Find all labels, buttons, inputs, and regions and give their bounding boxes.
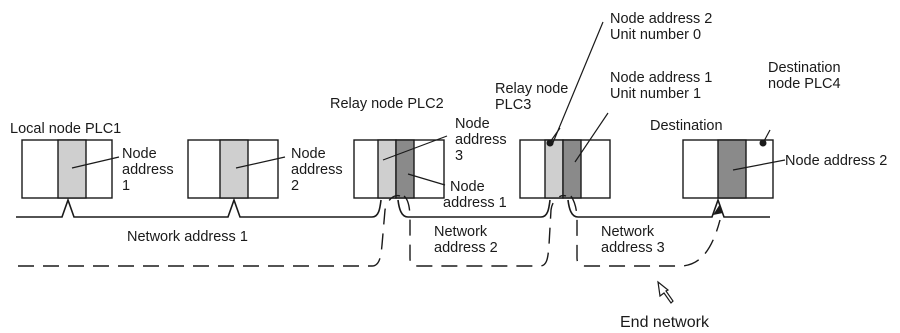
destination-node-line1: Destination [768, 60, 841, 76]
route-path [18, 194, 723, 267]
plc1-unit [21, 139, 120, 199]
node-address-1-line3: 1 [122, 178, 130, 194]
plc-node2-unit [187, 139, 286, 199]
network-address-1-label: Network address 1 [127, 229, 248, 245]
plc3-lower-line2: Unit number 1 [610, 86, 701, 102]
destination-node-line2: node PLC4 [768, 76, 841, 92]
relay-node-plc2-label: Relay node PLC2 [330, 96, 444, 112]
plc3-upper-line2: Unit number 0 [610, 27, 701, 43]
network-1-line [16, 197, 382, 218]
local-node-label: Local node PLC1 [10, 121, 121, 137]
plc2-relay-unit [353, 135, 448, 199]
plc3-upper-line1: Node address 2 [610, 11, 712, 27]
network-address-2-line1: Network [434, 224, 488, 240]
plc4-node-address-label: Node address 2 [785, 153, 887, 169]
node-address-2-line2: address [291, 162, 343, 178]
plc2-node-address-3-line1: Node [455, 116, 490, 132]
relay-node-plc3-line2: PLC3 [495, 97, 531, 113]
plc2-node-address-3-line3: 3 [455, 148, 463, 164]
node-address-1-line2: address [122, 162, 174, 178]
plc2-node-address-1-line1: Node [450, 179, 485, 195]
relay-node-plc3-line1: Relay node [495, 81, 568, 97]
node-address-2-line3: 2 [291, 178, 299, 194]
network-2-line [397, 199, 551, 218]
plc2-node-address-1-line2: address 1 [443, 195, 507, 211]
plc3-relay-unit [519, 21, 611, 199]
plc3-lower-line1: Node address 1 [610, 70, 712, 86]
node-address-1-line1: Node [122, 146, 157, 162]
network-3-line [567, 197, 770, 218]
plc2-node-address-3-line2: address [455, 132, 507, 148]
end-network-arrow-icon [657, 280, 674, 304]
plc4-destination-unit [682, 129, 786, 199]
network-address-3-line1: Network [601, 224, 655, 240]
end-network-label: End network [620, 314, 710, 331]
network-address-3-line2: address 3 [601, 240, 665, 256]
node-address-2-line1: Node [291, 146, 326, 162]
network-address-2-line2: address 2 [434, 240, 498, 256]
destination-label: Destination [650, 118, 723, 134]
